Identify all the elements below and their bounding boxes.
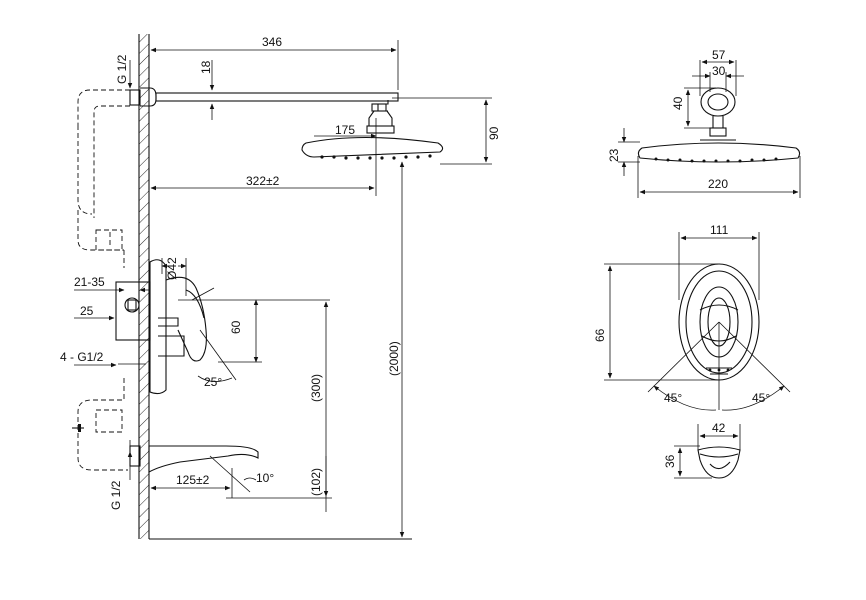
wall bbox=[138, 34, 412, 540]
dim-57: 57 bbox=[712, 48, 726, 62]
nozzle-dots bbox=[320, 154, 432, 160]
right-top-labels: 57 30 40 23 220 bbox=[607, 48, 728, 191]
dim-g-top: G 1/2 bbox=[115, 54, 129, 84]
spout-outlet bbox=[697, 446, 741, 479]
dim-dia42: Ø42 bbox=[165, 257, 179, 280]
front-nozzle-dots bbox=[654, 157, 778, 163]
dim-90: 90 bbox=[487, 126, 501, 140]
mixer-body bbox=[115, 259, 330, 395]
concealed-pipes bbox=[72, 89, 130, 471]
right-bottom-labels: 42 36 bbox=[663, 421, 726, 468]
left-dimension-labels: 346 18 G 1/2 90 175 322±2 Ø42 21-35 25 6… bbox=[60, 35, 501, 510]
shower-head-side bbox=[301, 103, 444, 160]
bath-spout bbox=[129, 445, 332, 499]
dim-2000: (2000) bbox=[387, 341, 401, 376]
right-bottom-dimensions bbox=[674, 424, 741, 479]
left-dimensions bbox=[74, 40, 492, 540]
dim-125: 125±2 bbox=[176, 473, 210, 487]
dim-322: 322±2 bbox=[246, 174, 280, 188]
dim-111: 111 bbox=[710, 223, 729, 237]
dim-30: 30 bbox=[712, 64, 726, 78]
dim-220: 220 bbox=[708, 177, 728, 191]
dim-66: 66 bbox=[593, 328, 607, 342]
dim-42: 42 bbox=[712, 421, 726, 435]
dim-175: 175 bbox=[335, 123, 355, 137]
right-top-dimensions bbox=[618, 59, 801, 198]
right-middle-dimensions bbox=[604, 232, 760, 381]
dim-25: 25 bbox=[80, 304, 94, 318]
angle-10: 10° bbox=[256, 471, 274, 485]
mixer-front bbox=[647, 263, 791, 411]
dim-23: 23 bbox=[607, 148, 621, 162]
dim-300: (300) bbox=[309, 374, 323, 402]
angle-25: 25° bbox=[204, 375, 222, 389]
dim-60: 60 bbox=[229, 320, 243, 334]
dim-36: 36 bbox=[663, 454, 677, 468]
dim-102: (102) bbox=[309, 468, 323, 496]
shower-head-front bbox=[637, 87, 801, 163]
dim-40: 40 bbox=[671, 96, 685, 110]
dim-4-g12: 4 - G1/2 bbox=[60, 350, 104, 364]
dim-18: 18 bbox=[199, 60, 213, 74]
right-middle-labels: 111 66 45° 45° bbox=[593, 223, 770, 405]
dim-346: 346 bbox=[262, 35, 282, 49]
dim-g-bottom: G 1/2 bbox=[109, 480, 123, 510]
dim-21-35: 21-35 bbox=[74, 275, 105, 289]
shower-arm bbox=[129, 87, 399, 112]
angle-45-right: 45° bbox=[752, 391, 770, 405]
angle-45-left: 45° bbox=[664, 391, 682, 405]
